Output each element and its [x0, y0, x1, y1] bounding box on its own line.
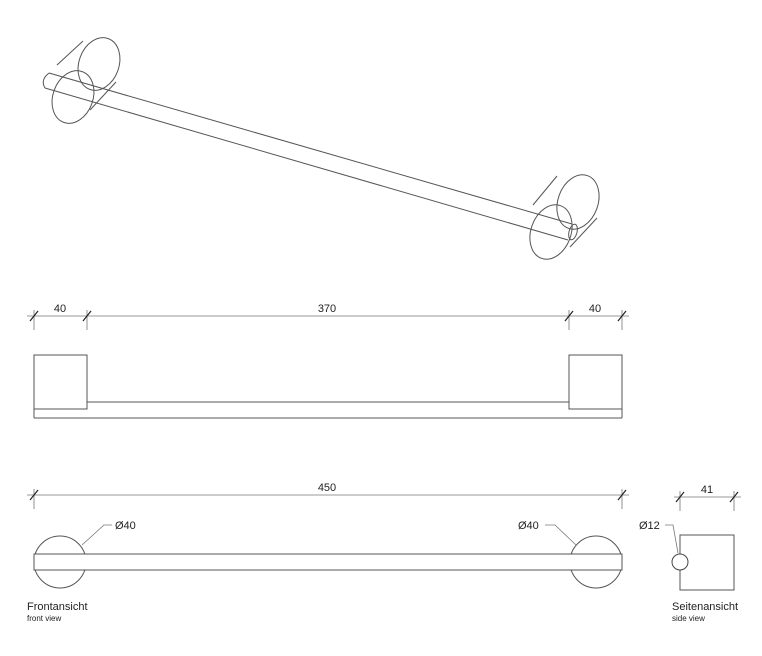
left-mount-elevation [33, 354, 88, 410]
bar-section-side [671, 553, 689, 571]
elevation-view: 40 370 40 [27, 303, 629, 419]
dim-right-mount: 40 [589, 303, 601, 315]
side-view-subtitle: side view [672, 614, 705, 623]
front-view: 450 Ø40 Ø40 Frontansicht front view [27, 482, 629, 623]
left-diameter-label: Ø40 [115, 520, 136, 532]
right-diameter-label: Ø40 [518, 520, 539, 532]
dim-overall-length: 450 [318, 482, 336, 494]
front-view-title: Frontansicht [27, 601, 88, 613]
dim-left-mount: 40 [54, 303, 66, 315]
right-mount-iso [529, 174, 600, 260]
isometric-view [42, 37, 600, 260]
left-mount-iso [51, 37, 121, 124]
side-view: 41 Ø12 Seitenansicht side view [639, 484, 741, 623]
front-view-subtitle: front view [27, 614, 61, 623]
dim-depth: 41 [701, 484, 713, 496]
right-mount-elevation [568, 354, 623, 410]
dim-bar-span: 370 [318, 303, 336, 315]
elevation-dimension-line [27, 310, 629, 330]
towel-bar-iso [42, 72, 573, 241]
bar-diameter-label: Ø12 [639, 520, 660, 532]
side-view-title: Seitenansicht [672, 601, 738, 613]
towel-bar-front [33, 553, 623, 571]
